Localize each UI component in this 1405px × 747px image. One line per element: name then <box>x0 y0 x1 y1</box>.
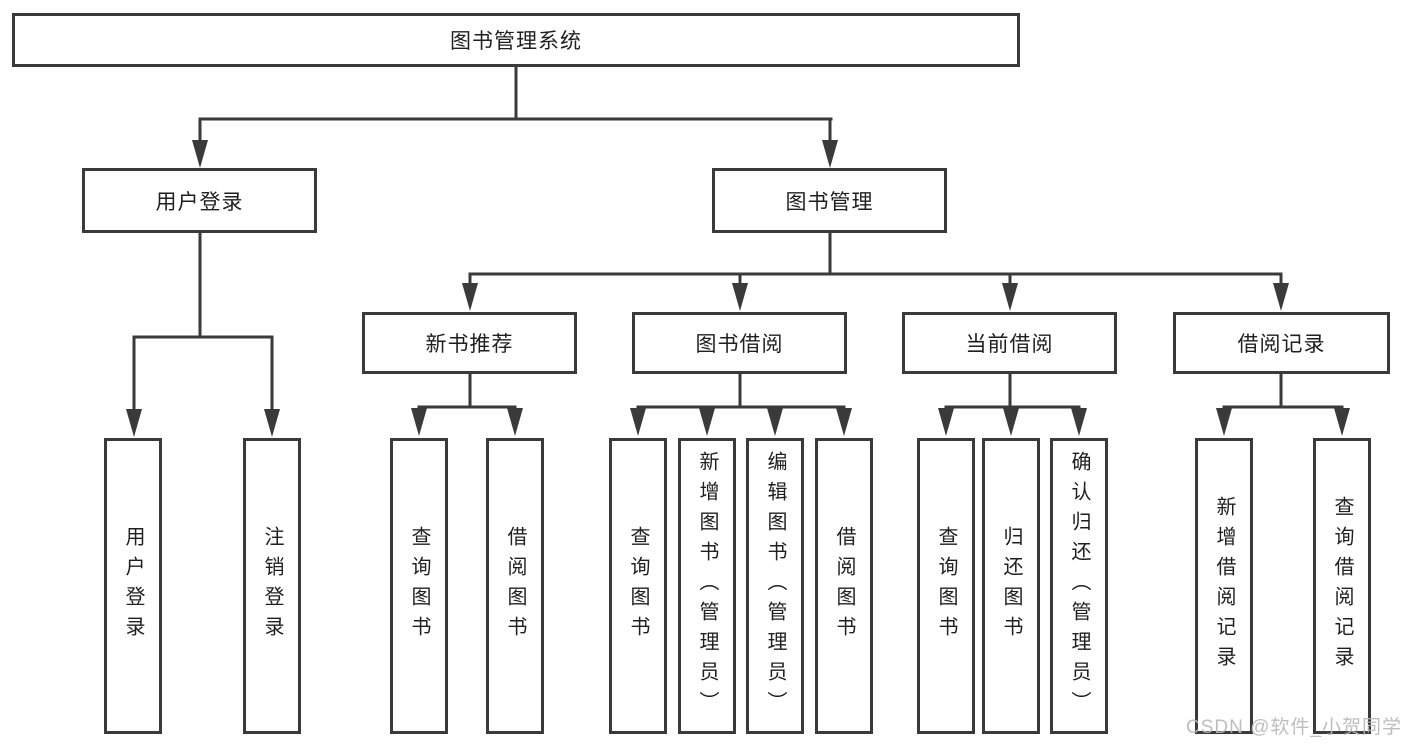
leaf-label: 借阅图书 <box>504 526 526 646</box>
leaf-query-books-recommend: 查询图书 <box>390 438 448 734</box>
arrow-down-icon <box>1334 408 1350 436</box>
node-user-login: 用户登录 <box>82 168 317 233</box>
leaf-label: 借阅图书 <box>833 526 855 646</box>
watermark: CSDN @软件_小贺同学 <box>1186 717 1402 738</box>
arrow-down-icon <box>192 140 208 168</box>
arrow-down-icon <box>732 283 748 311</box>
arrow-down-icon <box>836 408 852 436</box>
arrow-down-icon <box>1071 408 1087 436</box>
leaf-query-books-current: 查询图书 <box>917 438 975 734</box>
leaf-label: 编辑图书（管理员） <box>764 451 786 721</box>
arrow-down-icon <box>1273 283 1289 311</box>
leaf-add-book-admin: 新增图书（管理员） <box>678 438 736 734</box>
leaf-borrow-books-recommend: 借阅图书 <box>486 438 544 734</box>
arrow-down-icon <box>699 408 715 436</box>
arrow-down-icon <box>1216 408 1232 436</box>
leaf-confirm-return-admin: 确认归还（管理员） <box>1050 438 1108 734</box>
node-new-book-recommend: 新书推荐 <box>362 312 577 374</box>
arrow-down-icon <box>630 408 646 436</box>
arrow-down-icon <box>507 408 523 436</box>
leaf-add-borrow-record: 新增借阅记录 <box>1195 438 1253 734</box>
leaf-query-borrow-record: 查询借阅记录 <box>1313 438 1371 734</box>
arrow-down-icon <box>938 408 954 436</box>
leaf-label: 新增图书（管理员） <box>696 451 718 721</box>
leaf-label: 查询图书 <box>627 526 649 646</box>
arrow-down-icon <box>1002 283 1018 311</box>
leaf-edit-book-admin: 编辑图书（管理员） <box>746 438 804 734</box>
leaf-query-books-borrow: 查询图书 <box>609 438 667 734</box>
leaf-label: 确认归还（管理员） <box>1068 451 1090 721</box>
arrow-down-icon <box>264 409 280 437</box>
leaf-logout: 注销登录 <box>243 438 301 734</box>
leaf-borrow-books: 借阅图书 <box>815 438 873 734</box>
arrow-down-icon <box>462 283 478 311</box>
leaf-label: 注销登录 <box>261 526 283 646</box>
node-book-management: 图书管理 <box>712 168 947 233</box>
leaf-user-login: 用户登录 <box>104 438 162 734</box>
leaf-label: 查询图书 <box>935 526 957 646</box>
node-borrow-records: 借阅记录 <box>1173 312 1390 374</box>
arrow-down-icon <box>411 408 427 436</box>
leaf-label: 查询图书 <box>408 526 430 646</box>
leaf-label: 归还图书 <box>1000 526 1022 646</box>
leaf-label: 新增借阅记录 <box>1213 496 1235 676</box>
node-book-borrow: 图书借阅 <box>632 312 847 374</box>
node-current-borrow: 当前借阅 <box>902 312 1117 374</box>
node-root: 图书管理系统 <box>12 13 1020 67</box>
leaf-label: 查询借阅记录 <box>1331 496 1353 676</box>
leaf-label: 用户登录 <box>122 526 144 646</box>
arrow-down-icon <box>767 408 783 436</box>
arrow-down-icon <box>126 409 142 437</box>
arrow-down-icon <box>1003 408 1019 436</box>
leaf-return-book: 归还图书 <box>982 438 1040 734</box>
arrow-down-icon <box>822 140 838 168</box>
